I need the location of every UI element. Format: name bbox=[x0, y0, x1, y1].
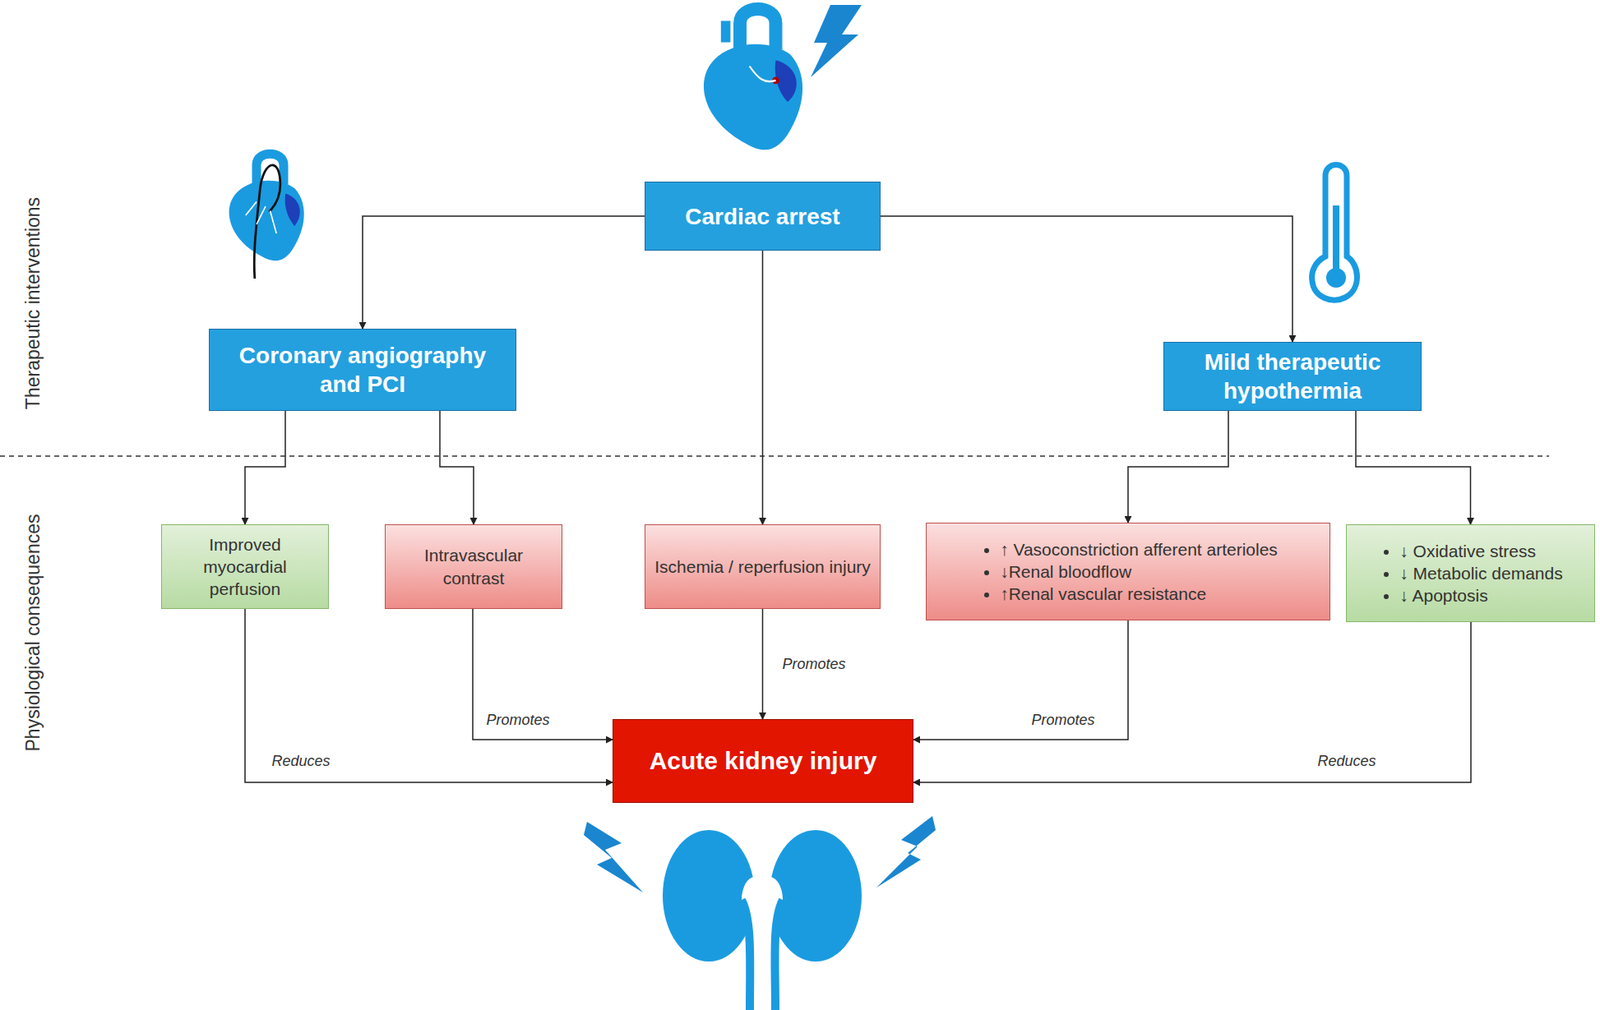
intervention-box: Coronary angiography and PCI bbox=[208, 328, 517, 412]
bullet-text: ↓ Metabolic demands bbox=[1399, 562, 1563, 585]
heart-icon bbox=[703, 9, 803, 150]
lightning-icon bbox=[876, 816, 936, 888]
section-label: Therapeutic interventions bbox=[22, 197, 45, 410]
bullet-text: ↓ Apoptosis bbox=[1399, 584, 1563, 607]
box-text: Cardiac arrest bbox=[684, 202, 840, 232]
edge-label: Reduces bbox=[1314, 753, 1379, 771]
edge-label: Reduces bbox=[268, 753, 333, 771]
bullet-list: ↑ Vasoconstriction afferent arterioles↓R… bbox=[978, 538, 1278, 606]
edge-label: Promotes bbox=[483, 712, 552, 730]
kidney bbox=[662, 830, 755, 962]
thermometer-outline bbox=[1312, 165, 1358, 301]
thermometer-icon bbox=[1312, 165, 1358, 301]
edge-label: Promotes bbox=[779, 656, 848, 674]
connector bbox=[1355, 411, 1471, 525]
connector bbox=[362, 216, 645, 329]
divider-line bbox=[0, 455, 1550, 458]
box-text: Acute kidney injury bbox=[649, 747, 878, 776]
coronary bbox=[245, 202, 277, 235]
ureter bbox=[741, 900, 750, 1010]
kidneys-icon bbox=[662, 830, 862, 1010]
connector bbox=[762, 250, 764, 525]
harm-box: Ischemia / reperfusion injury bbox=[644, 524, 881, 610]
vessel bbox=[721, 20, 731, 42]
benefit-box: Improved myocardial perfusion bbox=[161, 524, 329, 610]
ureter bbox=[774, 900, 783, 1010]
box-text: Mild therapeutic hypothermia bbox=[1170, 347, 1415, 406]
bullet-text: ↓Renal bloodflow bbox=[999, 560, 1278, 583]
heart-icon bbox=[229, 153, 305, 279]
box-text: Ischemia / reperfusion injury bbox=[654, 555, 871, 579]
box-text: Coronary angiography and PCI bbox=[216, 341, 509, 399]
connector bbox=[913, 622, 1471, 783]
bullet-text: ↑ Vasoconstriction afferent arterioles bbox=[999, 538, 1278, 561]
box-text: Intravascular contrast bbox=[392, 544, 555, 590]
intervention-box: Mild therapeutic hypothermia bbox=[1163, 342, 1422, 412]
connector bbox=[762, 609, 764, 720]
connector bbox=[880, 216, 1293, 343]
thermometer-column bbox=[1332, 205, 1340, 272]
bullet-text: ↓ Oxidative stress bbox=[1399, 540, 1563, 563]
outcome-box: Acute kidney injury bbox=[612, 719, 914, 804]
harm-box: Intravascular contrast bbox=[384, 524, 563, 610]
box-text: Improved myocardial perfusion bbox=[168, 533, 322, 602]
bullet-text: ↑Renal vascular resistance bbox=[999, 582, 1278, 606]
connector bbox=[472, 609, 613, 740]
bullet-list: ↓ Oxidative stress↓ Metabolic demands↓ A… bbox=[1378, 540, 1563, 608]
benefit-box: ↓ Oxidative stress↓ Metabolic demands↓ A… bbox=[1345, 524, 1596, 623]
heart-body bbox=[703, 44, 803, 151]
coronary bbox=[749, 66, 777, 83]
lightning-icon bbox=[583, 822, 643, 893]
connector bbox=[439, 411, 474, 525]
connector bbox=[245, 411, 286, 525]
section-label: Physiological consequences bbox=[22, 514, 45, 753]
infarct-area bbox=[285, 194, 301, 227]
heart-body bbox=[229, 180, 305, 262]
event-box: Cardiac arrest bbox=[644, 181, 881, 251]
connector bbox=[913, 620, 1129, 740]
lightning-icon bbox=[810, 4, 862, 78]
connector bbox=[245, 609, 613, 783]
kidney bbox=[769, 830, 862, 962]
harm-box: ↑ Vasoconstriction afferent arterioles↓R… bbox=[925, 522, 1331, 621]
edge-label: Promotes bbox=[1028, 712, 1097, 730]
connector bbox=[1128, 411, 1229, 523]
